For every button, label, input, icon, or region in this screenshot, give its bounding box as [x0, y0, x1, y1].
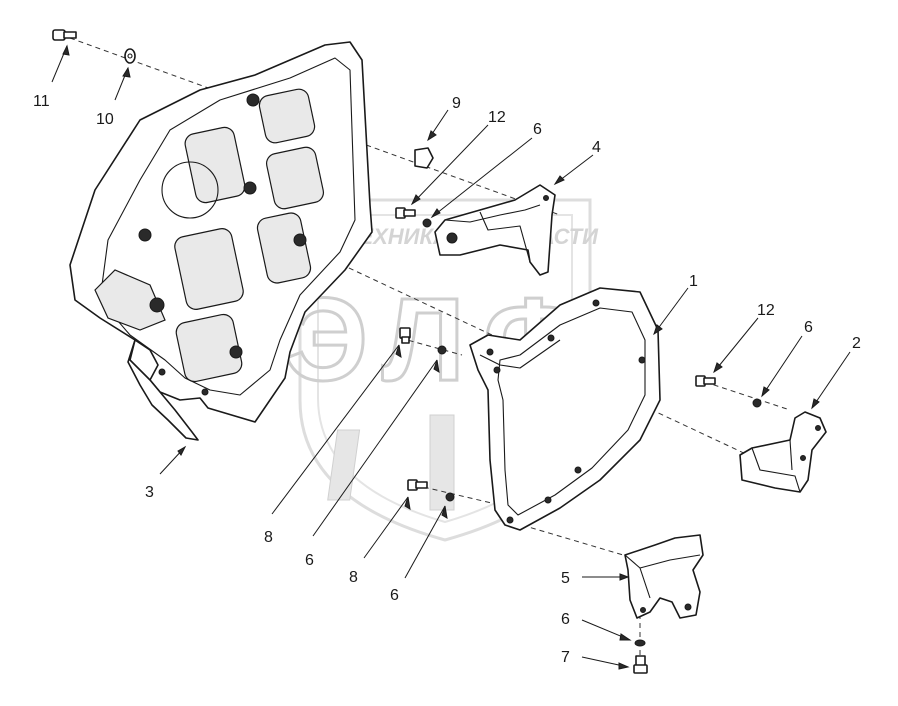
- washer-6-top: [422, 218, 432, 228]
- callout-6-mid: 6: [305, 552, 314, 569]
- bolt-12-top: [395, 207, 416, 219]
- callout-9: 9: [452, 95, 461, 112]
- weld-nut-icon: [201, 388, 209, 396]
- callout-6-lower: 6: [390, 587, 399, 604]
- washer-6-right: [752, 398, 762, 408]
- weld-nut-icon: [246, 93, 260, 107]
- washer-6-mid: [437, 345, 447, 355]
- washer-6-lower: [445, 492, 455, 502]
- washer-10: [124, 48, 136, 64]
- washer-6-bottom: [634, 639, 646, 647]
- bolt-12-right: [695, 375, 716, 387]
- bolt-11: [52, 29, 77, 41]
- leader-lines: [51, 44, 851, 670]
- callout-6-top: 6: [533, 121, 542, 138]
- callout-6-right: 6: [804, 319, 813, 336]
- bolt-8-upper: [399, 327, 411, 344]
- weld-nut-icon: [149, 297, 165, 313]
- callout-7: 7: [561, 649, 570, 666]
- callout-8-lower: 8: [349, 569, 358, 586]
- weld-nut-icon: [229, 345, 243, 359]
- callout-1: 1: [689, 273, 698, 290]
- callout-12-top: 12: [488, 109, 506, 126]
- bolt-7: [633, 655, 648, 674]
- part-3-shield-plate: [69, 41, 373, 441]
- part-4-bracket: [434, 184, 556, 276]
- weld-nut-icon: [293, 233, 307, 247]
- callout-2: 2: [852, 335, 861, 352]
- callout-4: 4: [592, 139, 601, 156]
- weld-nut-icon: [243, 181, 257, 195]
- callout-3: 3: [145, 484, 154, 501]
- callout-labels: 11 10 9 12 6 4 1 12 6 2 3 8 6 8 6 5 6 7: [33, 93, 861, 666]
- part-2-angle-bracket: [739, 411, 827, 493]
- weld-nut-icon: [138, 228, 152, 242]
- callout-10: 10: [96, 111, 114, 128]
- bolt-8-lower: [407, 479, 428, 491]
- part-5-lower-bracket: [624, 534, 704, 619]
- callout-8-upper: 8: [264, 529, 273, 546]
- callout-6-bottom: 6: [561, 611, 570, 628]
- weld-nut-icon: [158, 368, 166, 376]
- part-1-frame-bracket: [469, 287, 661, 531]
- callout-11: 11: [33, 93, 50, 110]
- callout-5: 5: [561, 570, 570, 587]
- callout-12-right: 12: [757, 302, 775, 319]
- nut-9: [414, 147, 434, 169]
